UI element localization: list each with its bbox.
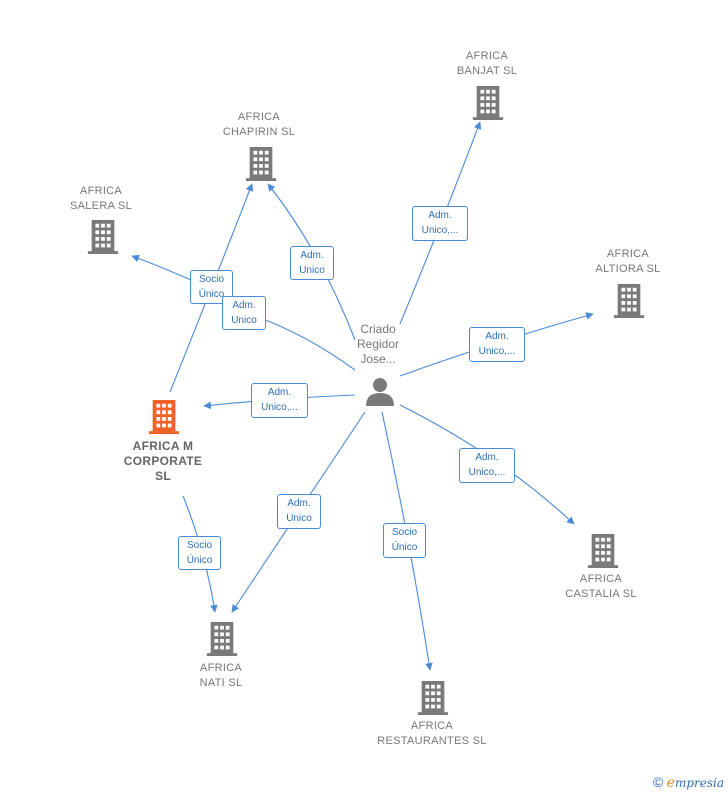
company-label-restaurantes[interactable]: AFRICA RESTAURANTES SL	[377, 720, 487, 747]
company-label-chapirin[interactable]: AFRICA CHAPIRIN SL	[222, 111, 296, 138]
person-label[interactable]: Criado Regidor Jose...	[356, 322, 400, 366]
building-icon	[245, 147, 277, 181]
edge-label-m-chapirin[interactable]: Adm. Unico	[222, 296, 266, 330]
building-icon	[417, 681, 449, 715]
brand-logo-text: mpresia	[674, 776, 724, 790]
company-label-altiora[interactable]: AFRICA ALTIORA SL	[595, 248, 661, 275]
brand-logo-e: e	[666, 775, 675, 791]
company-label-salera[interactable]: AFRICA SALERA SL	[69, 185, 133, 212]
copyright-symbol: ©	[652, 774, 664, 790]
edge-label-m-corporate[interactable]: Adm. Unico,...	[251, 383, 308, 418]
building-icon	[206, 622, 238, 656]
company-label-castalia[interactable]: AFRICA CASTALIA SL	[565, 573, 637, 600]
footer-brand[interactable]: © empresia	[653, 774, 724, 791]
edge-label-castalia[interactable]: Adm. Unico,...	[459, 448, 515, 483]
company-label-m-corporate[interactable]: AFRICA M CORPORATE SL	[123, 439, 203, 483]
building-icon	[587, 534, 619, 568]
edge-label-nati[interactable]: Adm. Unico	[277, 494, 321, 529]
company-label-nati[interactable]: AFRICA NATI SL	[199, 662, 243, 689]
building-icon	[613, 284, 645, 318]
edge-label-chapirin[interactable]: Adm. Unico	[290, 246, 334, 280]
person-icon	[366, 378, 394, 406]
building-icon	[87, 220, 119, 254]
building-icon	[148, 400, 180, 434]
edge-label-altiora[interactable]: Adm. Unico,...	[469, 327, 525, 362]
company-label-banjat[interactable]: AFRICA BANJAT SL	[456, 50, 518, 77]
edge-label-banjat[interactable]: Adm. Unico,...	[412, 206, 468, 241]
edge-label-restaurantes[interactable]: Socio Único	[383, 523, 426, 558]
edge-label-m-nati[interactable]: Socio Único	[178, 536, 221, 570]
building-icon	[472, 86, 504, 120]
